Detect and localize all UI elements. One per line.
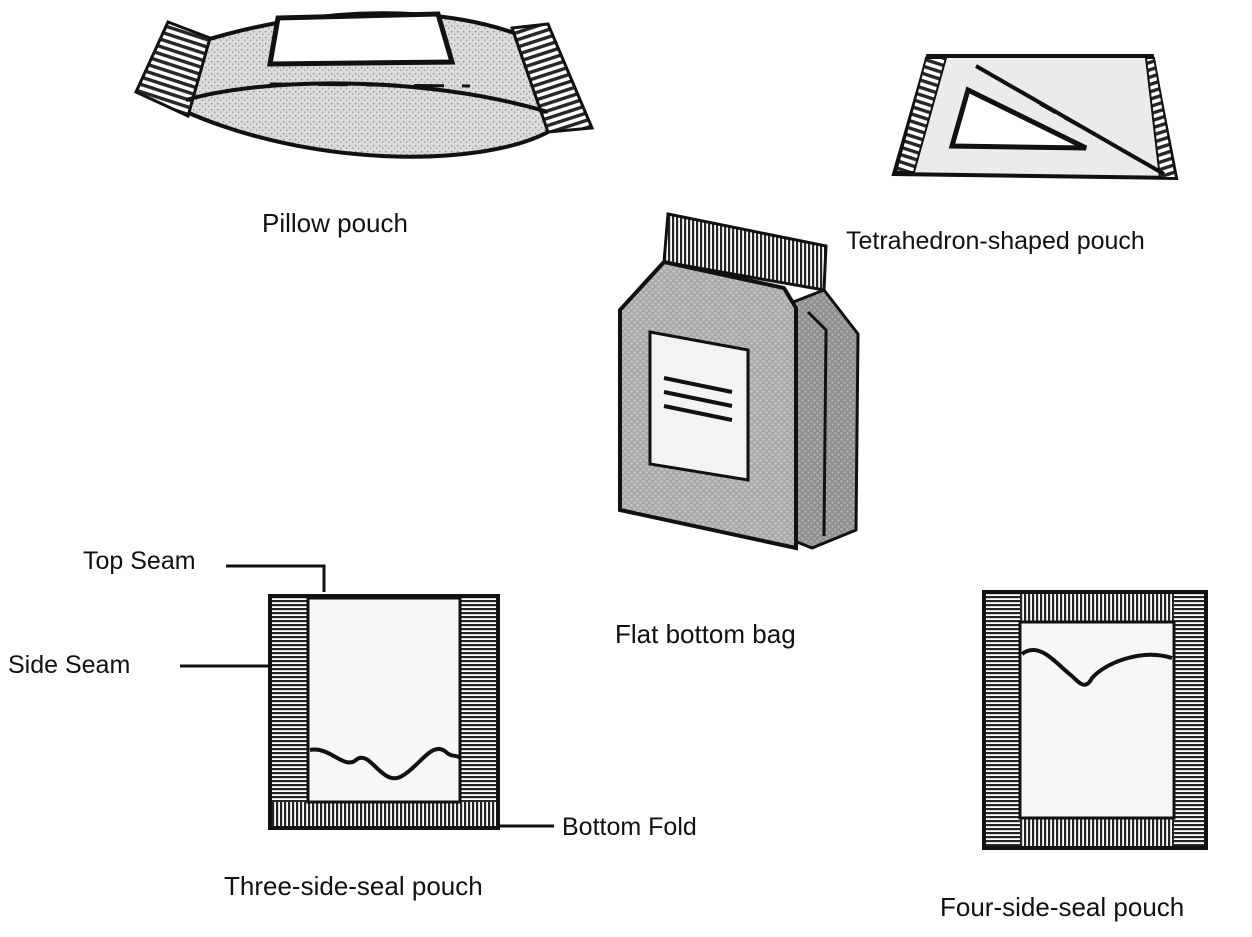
four-seal-right-seam [1174,594,1204,846]
side-seam-annotation: Side Seam [8,651,131,679]
three-seal-left-seam [272,598,308,802]
pillow-window [267,11,456,67]
pillow-pouch-caption: Pillow pouch [262,208,408,238]
three-seal-bottom-seam [272,802,496,826]
top-seam-leader-line [226,564,326,592]
three-seal-right-seam [460,598,496,802]
tetra-right-seal [1144,57,1178,179]
four-side-seal-pouch-illustration [982,590,1208,850]
four-seal-left-seam [986,594,1020,846]
tetra-dashed-fold [1039,102,1141,162]
pillow-right-end-seal [509,22,595,134]
pillow-pouch-illustration [134,11,595,159]
bottom-fold-annotation: Bottom Fold [562,813,697,841]
four-side-seal-caption: Four-side-seal pouch [940,892,1185,922]
tetrahedron-pouch-illustration [891,54,1179,181]
flat-bottom-bag-caption: Flat bottom bag [615,619,796,649]
top-seam-annotation: Top Seam [83,547,196,575]
bag-label-line-3 [663,404,733,422]
tetra-left-seal [894,57,948,173]
three-side-seal-pouch-illustration [180,564,554,830]
four-seal-product-level [1020,647,1173,687]
tetrahedron-pouch-caption: Tetrahedron-shaped pouch [846,227,1145,255]
tetra-triangle-window [948,86,1088,151]
pillow-back-seam [269,82,471,88]
bag-gusset-fold [806,310,828,537]
bag-label-line-1 [663,376,733,394]
pillow-left-end-seal [134,20,212,119]
three-seal-content-area [306,596,462,804]
three-side-seal-caption: Three-side-seal pouch [224,871,483,901]
flat-bottom-bag-illustration [618,212,860,551]
three-seal-product-level [309,747,462,781]
four-seal-top-seam [986,594,1204,622]
four-seal-bottom-seam [986,818,1204,846]
bag-label-line-2 [663,390,733,408]
bag-label-panel [648,330,750,482]
